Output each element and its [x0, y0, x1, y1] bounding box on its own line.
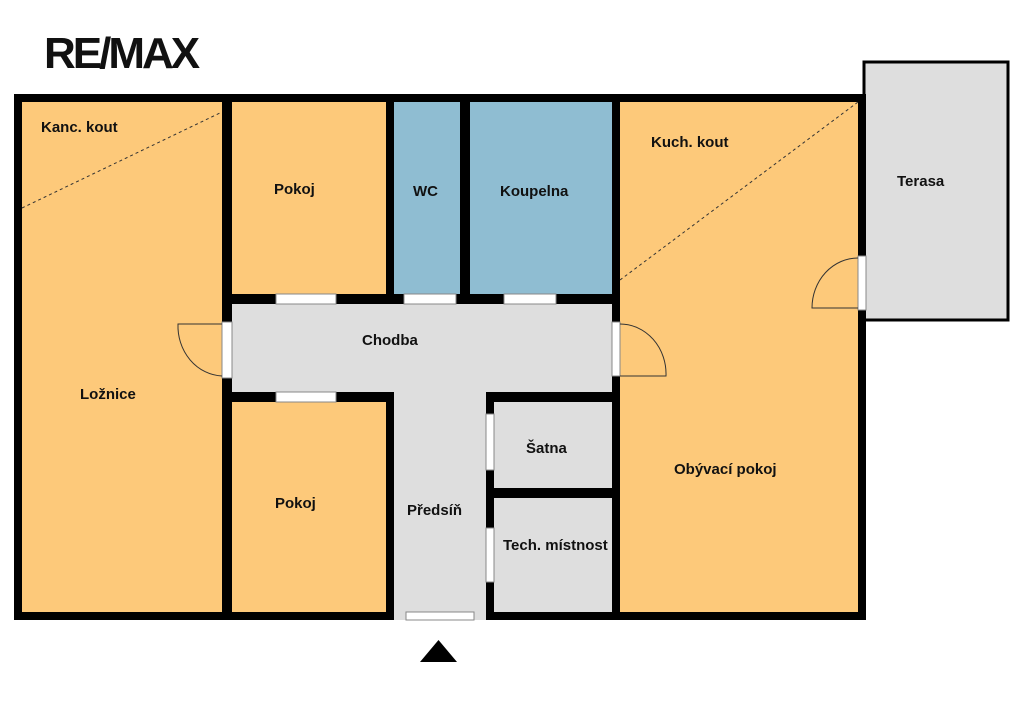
door-swing — [811, 257, 859, 309]
label-predsin: Předsíň — [407, 502, 462, 519]
opening — [485, 413, 495, 471]
room-pokoj-bottom — [232, 402, 386, 612]
door-loznice[interactable] — [221, 321, 233, 379]
opening — [485, 527, 495, 583]
opening — [503, 293, 557, 305]
label-pokoj-top: Pokoj — [274, 181, 315, 198]
opening — [275, 391, 337, 403]
room-pokoj-top — [232, 102, 386, 294]
room-tech — [494, 498, 612, 612]
zone-line-kuch — [619, 101, 859, 281]
label-wc: WC — [413, 183, 438, 200]
label-kuch-kout: Kuch. kout — [651, 134, 729, 151]
door-swing — [619, 323, 667, 377]
label-loznice: Ložnice — [80, 386, 136, 403]
room-terasa — [862, 60, 1010, 322]
opening — [275, 293, 337, 305]
room-wc — [394, 102, 460, 294]
door-terasa[interactable] — [857, 255, 867, 311]
entrance-opening — [405, 611, 475, 621]
door-swing — [177, 323, 223, 377]
opening — [403, 293, 457, 305]
room-loznice — [22, 102, 222, 612]
room-satna — [494, 402, 612, 488]
room-koupelna — [470, 102, 612, 294]
room-chodba — [232, 304, 612, 392]
label-tech: Tech. místnost — [503, 537, 608, 554]
label-koupelna: Koupelna — [500, 183, 569, 200]
room-obyvaci — [620, 102, 858, 612]
label-obyvaci: Obývací pokoj — [674, 461, 777, 478]
label-satna: Šatna — [526, 439, 568, 457]
remax-logo: RE/MAX — [44, 29, 200, 78]
label-chodba: Chodba — [362, 332, 418, 349]
label-kanc-kout: Kanc. kout — [41, 119, 118, 136]
room-predsin — [394, 392, 486, 620]
zone-line-kanc — [21, 111, 223, 209]
door-obyvaci[interactable] — [611, 321, 621, 377]
label-pokoj-bottom: Pokoj — [275, 495, 316, 512]
label-terasa: Terasa — [897, 173, 945, 190]
entrance-arrow-icon — [420, 640, 457, 662]
